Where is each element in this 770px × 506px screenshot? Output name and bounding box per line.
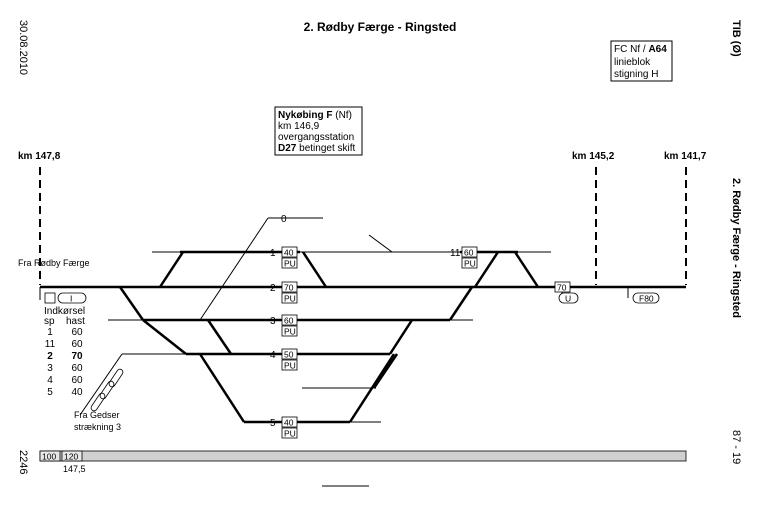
svg-text:5: 5: [270, 418, 276, 429]
track-5-label: 5 40 PU: [270, 416, 298, 439]
speed-bar-100: 100: [42, 452, 56, 462]
svg-text:Nykøbing F (Nf): Nykøbing F (Nf): [278, 110, 352, 121]
svg-text:3: 3: [270, 316, 276, 327]
entry-row-track: 2: [47, 351, 53, 362]
km-marker-right: km 141,7: [664, 151, 707, 162]
switch-text: betinget skift: [296, 143, 355, 154]
entry-heading: Indkørsel: [44, 306, 85, 317]
entry-col-speed: hast: [66, 316, 85, 327]
km-marker-left: km 147,8: [18, 151, 61, 162]
entry-row-speed: 60: [71, 363, 83, 374]
svg-text:1: 1: [270, 248, 276, 259]
svg-text:D27 betinget skift: D27 betinget skift: [278, 143, 356, 154]
speed-bar: 100 120 147,5: [39, 450, 687, 474]
line-info-box: FC Nf / A64 linieblok stigning H: [610, 40, 673, 82]
track-5-speed: 40: [284, 418, 294, 428]
svg-text:FC Nf / A64: FC Nf / A64: [614, 44, 667, 55]
info-line3: stigning H: [614, 69, 658, 80]
track-11-pu: PU: [464, 259, 476, 269]
entry-row-speed: 60: [71, 375, 83, 386]
info-line1-a: FC Nf /: [614, 44, 648, 55]
station-name: Nykøbing F: [278, 110, 332, 121]
track-layout: [39, 217, 686, 424]
date-label: 30.08.2010: [17, 20, 29, 75]
svg-text:4: 4: [270, 350, 276, 361]
from-gedser-sub: strækning 3: [74, 422, 121, 432]
km-147-5: 147,5: [63, 464, 86, 474]
footer-left-code: 2246: [17, 450, 29, 474]
signal-i: I: [70, 294, 72, 304]
track-4-label: 4 50 PU: [270, 348, 298, 371]
km-marker-mid: km 145,2: [572, 151, 615, 162]
track-4-pu: PU: [284, 361, 296, 371]
signal-speed-70: 70 U: [554, 281, 579, 304]
entry-row-speed: 60: [71, 339, 83, 350]
entry-row-speed: 40: [71, 387, 83, 398]
track-0-label: 0: [281, 214, 287, 225]
station-info-box: Nykøbing F (Nf) km 146,9 overgangsstatio…: [274, 106, 363, 156]
entry-speed-table: Indkørsel sp hast 1 60 11 60 2 70 3 60 4 60 5 40: [44, 306, 85, 398]
track-5-pu: PU: [284, 429, 296, 439]
from-rodby-label: Fra Rødby Færge: [18, 258, 90, 268]
info-line1-b: A64: [648, 44, 667, 55]
track-3-speed: 60: [284, 316, 294, 326]
section-code: TIB (Ø): [730, 20, 742, 57]
gedser-branch-symbol: [90, 368, 124, 412]
speed-bar-120: 120: [64, 452, 78, 462]
track-1-pu: PU: [284, 259, 296, 269]
station-type: overgangsstation: [278, 132, 354, 143]
track-2-speed: 70: [284, 283, 294, 293]
station-abbr: (Nf): [335, 110, 352, 121]
track-2-label: 2 70 PU: [270, 281, 298, 304]
entry-col-track: sp: [44, 316, 55, 327]
svg-text:2: 2: [270, 283, 276, 294]
entry-row-track: 5: [47, 387, 53, 398]
svg-text:11: 11: [450, 248, 461, 259]
track-11-speed: 60: [464, 248, 474, 258]
track-4-speed: 50: [284, 350, 294, 360]
svg-text:70: 70: [557, 283, 567, 293]
svg-text:F80: F80: [639, 294, 654, 304]
footer-right-code: 87 - 19: [730, 430, 742, 464]
from-gedser-label: Fra Gedser: [74, 410, 120, 420]
track-3-label: 3 60 PU: [270, 314, 298, 337]
entry-row-track: 11: [45, 339, 56, 350]
signal-u: U: [565, 294, 571, 304]
info-line2: linieblok: [614, 57, 651, 68]
track-11-label: 11 60 PU: [450, 246, 478, 269]
track-3-pu: PU: [284, 327, 296, 337]
signal-left: I: [44, 292, 87, 304]
side-title: 2. Rødby Færge - Ringsted: [730, 178, 742, 318]
page-title: 2. Rødby Færge - Ringsted: [304, 20, 457, 34]
switch-code: D27: [278, 143, 297, 154]
station-km: km 146,9: [278, 121, 320, 132]
entry-row-track: 4: [47, 375, 53, 386]
svg-text:0: 0: [281, 214, 287, 225]
track-1-label: 1 40 PU: [270, 246, 298, 269]
signal-f80: F80: [632, 292, 660, 304]
track-1-speed: 40: [284, 248, 294, 258]
entry-row-speed: 60: [71, 327, 83, 338]
entry-row-speed: 70: [71, 351, 83, 362]
entry-row-track: 1: [47, 327, 53, 338]
entry-row-track: 3: [47, 363, 53, 374]
track-2-pu: PU: [284, 294, 296, 304]
